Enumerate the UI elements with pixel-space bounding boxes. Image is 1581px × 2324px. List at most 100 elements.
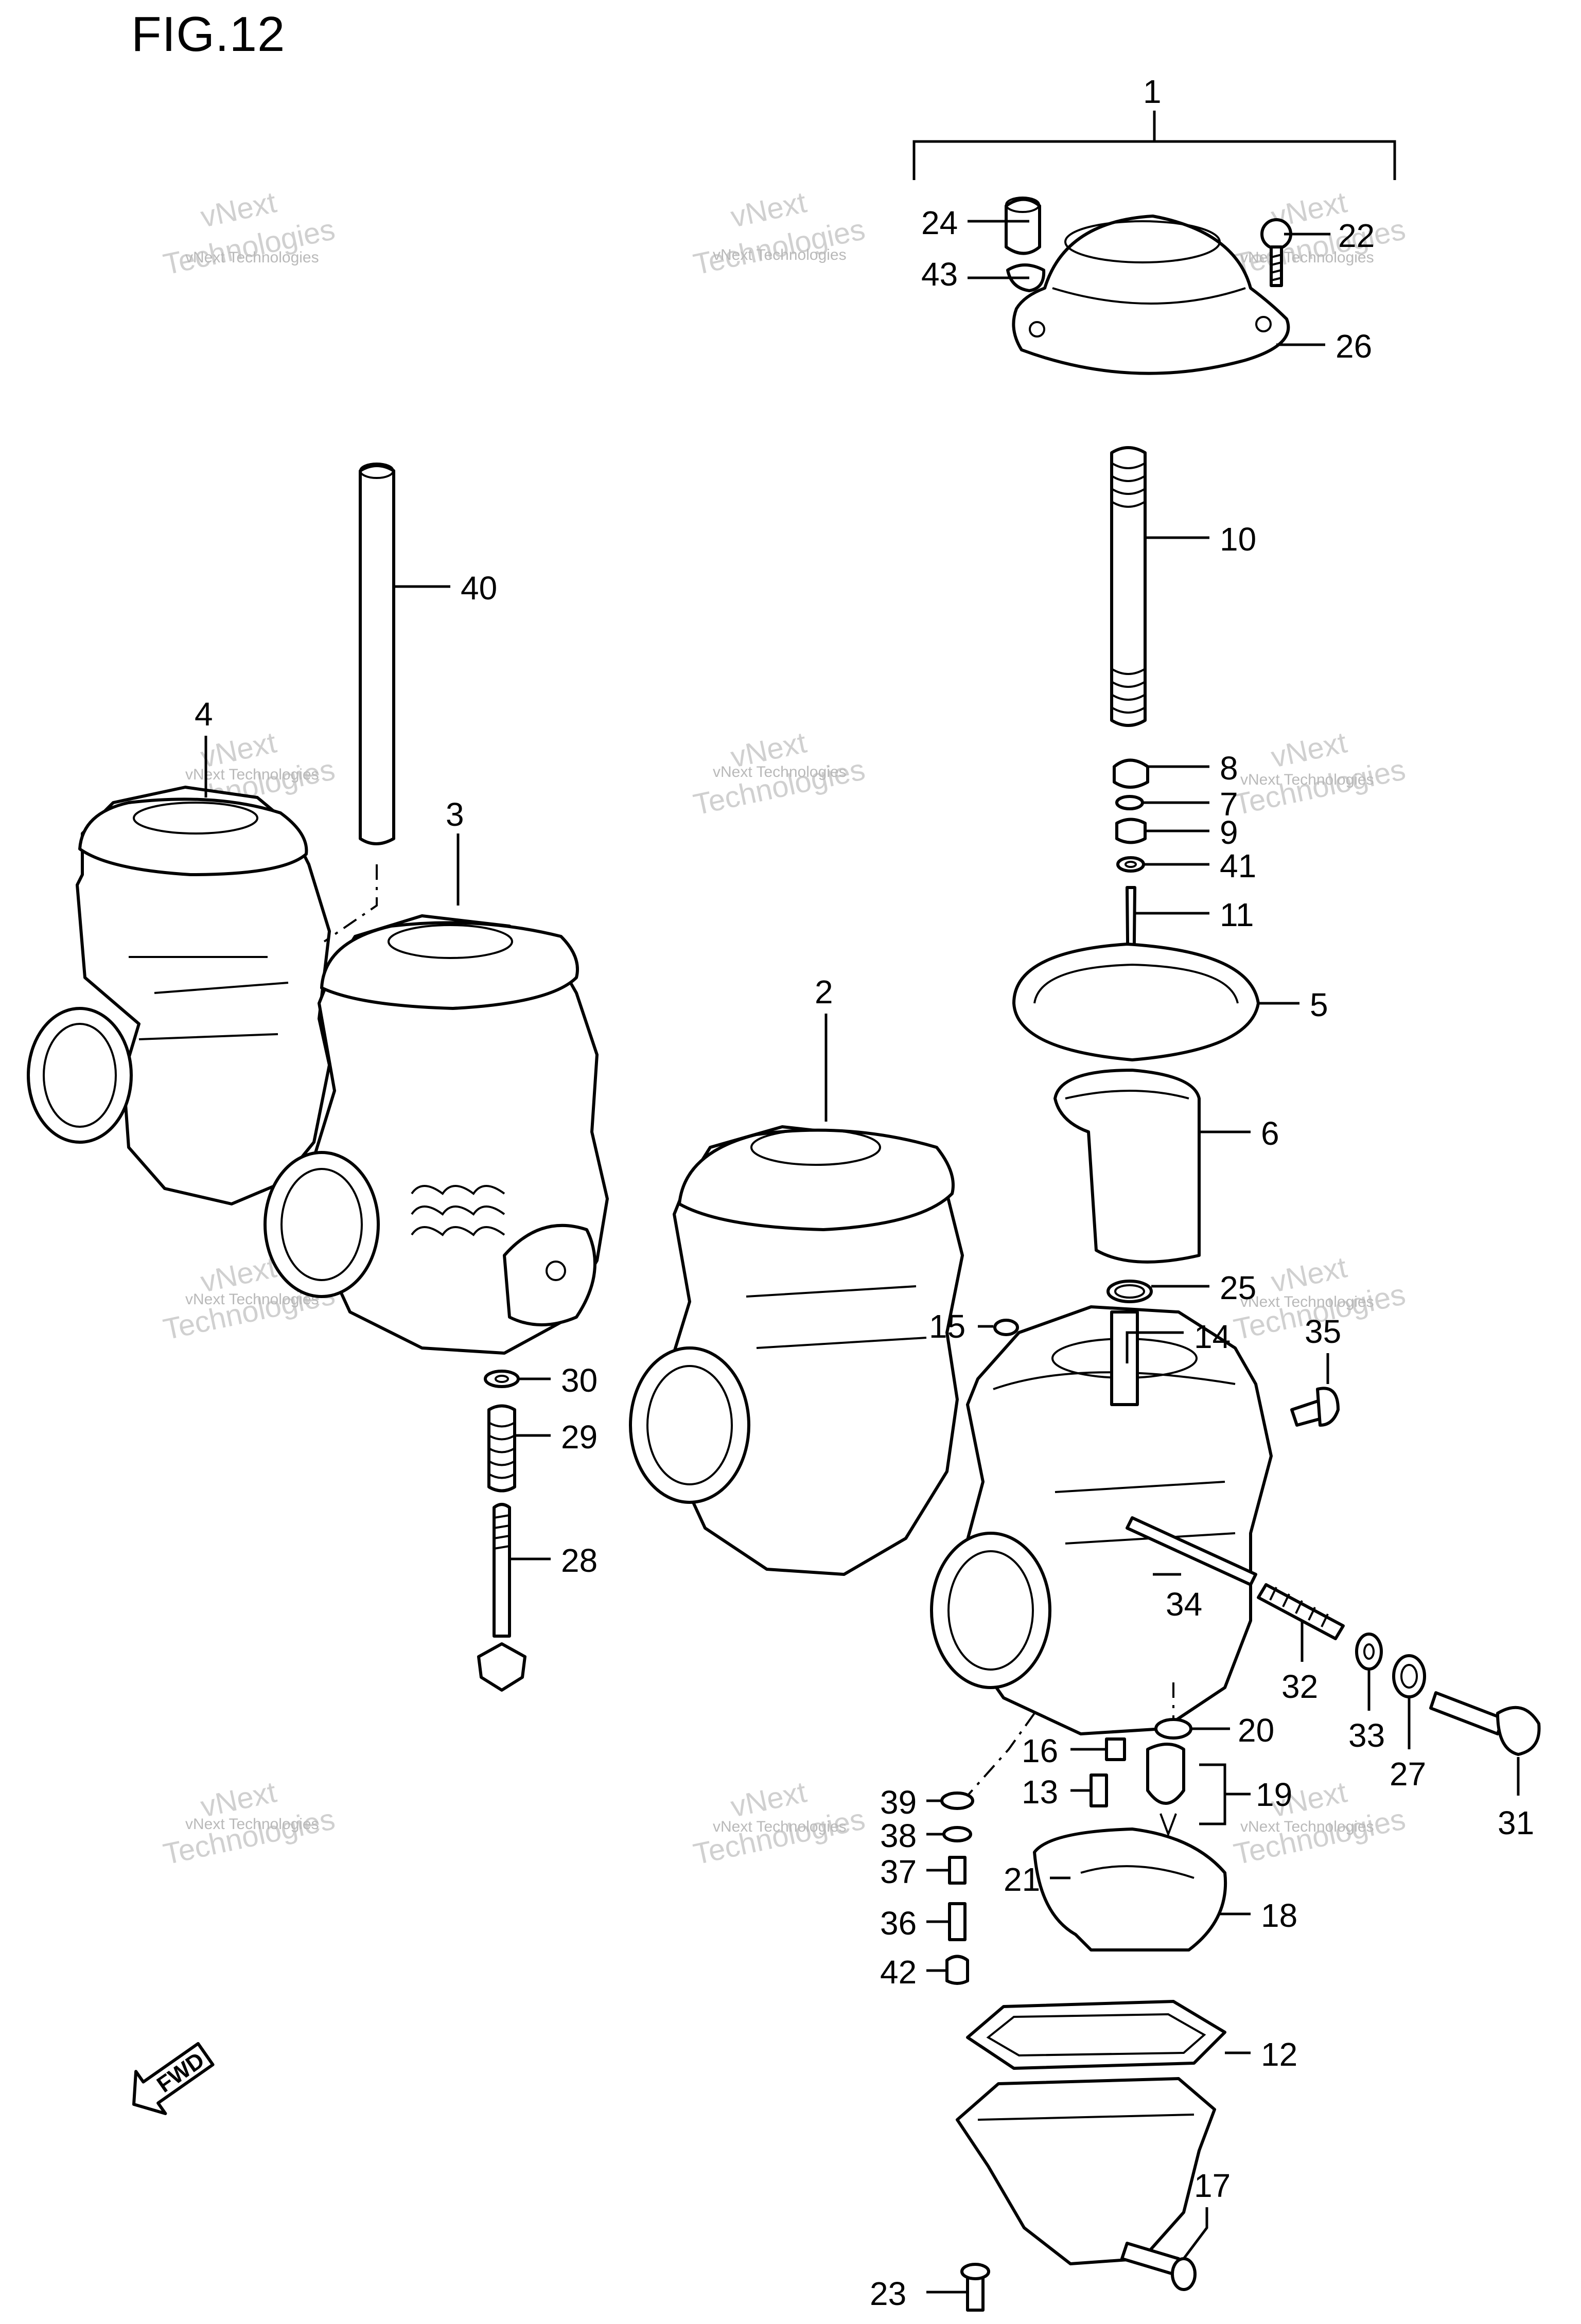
retainer-8 <box>1113 758 1149 789</box>
callout-21: 21 <box>1004 1861 1040 1898</box>
screw-23 <box>960 2263 990 2312</box>
callout-39: 39 <box>880 1784 917 1821</box>
callout-17: 17 <box>1194 2167 1231 2204</box>
callout-37: 37 <box>880 1853 917 1890</box>
assembly-bracket <box>912 111 1396 180</box>
callout-42: 42 <box>880 1954 917 1991</box>
callout-19: 19 <box>1256 1776 1292 1813</box>
callout-4: 4 <box>195 696 213 733</box>
callout-8: 8 <box>1220 750 1238 787</box>
callout-15: 15 <box>929 1308 965 1345</box>
screw-35 <box>1290 1387 1340 1427</box>
watermark-line2: vNext Technologies <box>713 764 847 780</box>
watermark-line2: vNext Technologies <box>185 1291 319 1308</box>
callout-13: 13 <box>1022 1773 1058 1811</box>
callout-16: 16 <box>1022 1732 1058 1769</box>
spring-29 <box>487 1404 516 1493</box>
washer-33 <box>1355 1633 1383 1671</box>
callout-12: 12 <box>1261 2036 1297 2073</box>
spring-37 <box>948 1856 967 1885</box>
callout-25: 25 <box>1220 1269 1256 1306</box>
cap-42 <box>945 1955 969 1985</box>
callout-35: 35 <box>1305 1313 1341 1350</box>
jet-13 <box>1090 1773 1108 1807</box>
o-ring-27 <box>1392 1654 1426 1698</box>
jet-16 <box>1105 1737 1126 1761</box>
callout-26: 26 <box>1336 328 1372 365</box>
watermark: vNext Technologies <box>1231 725 1409 821</box>
callout-10: 10 <box>1220 521 1256 558</box>
carb-body-1 <box>930 1305 1273 1735</box>
spacer-9 <box>1115 818 1147 844</box>
callout-36: 36 <box>880 1905 917 1942</box>
callout-41: 41 <box>1220 847 1256 884</box>
watermark-line2: vNext Technologies <box>713 1818 847 1835</box>
spring-10 <box>1110 446 1147 727</box>
watermark-line2: vNext Technologies <box>1240 771 1374 788</box>
callout-30: 30 <box>561 1362 598 1399</box>
watermark-line2: vNext Technologies <box>1240 249 1374 266</box>
washer-38 <box>942 1826 972 1842</box>
float-bowl <box>956 2077 1216 2265</box>
spring-32 <box>1257 1583 1345 1640</box>
assembly-line <box>967 1712 1035 1797</box>
callout-22: 22 <box>1338 217 1375 254</box>
callout-5: 5 <box>1310 986 1328 1023</box>
o-ring-25 <box>1106 1280 1153 1303</box>
callout-31: 31 <box>1498 1804 1534 1841</box>
callout-24: 24 <box>921 204 958 241</box>
callout-34: 34 <box>1166 1586 1202 1623</box>
carb-body-4 <box>27 786 331 1205</box>
watermark: vNext Technologies <box>691 185 868 281</box>
callout-3: 3 <box>446 796 464 833</box>
o-ring-15 <box>993 1319 1019 1336</box>
float-valve-19 <box>1146 1743 1251 1837</box>
screw-28 <box>477 1503 526 1692</box>
clip-7 <box>1115 795 1144 810</box>
piston-6 <box>1053 1069 1201 1264</box>
drain-screw-17 <box>1120 2242 1197 2291</box>
screw-31 <box>1429 1691 1541 1756</box>
callout-32: 32 <box>1281 1668 1318 1705</box>
watermark-line2: vNext Technologies <box>1240 1818 1374 1835</box>
callout-23: 23 <box>870 2275 906 2312</box>
leader-lines <box>204 220 1520 2294</box>
float-18 <box>1033 1828 1227 1952</box>
callout-1: 1 <box>1143 73 1162 110</box>
callout-27: 27 <box>1390 1755 1426 1793</box>
washer-30 <box>484 1370 520 1388</box>
callout-18: 18 <box>1261 1897 1297 1934</box>
callout-43: 43 <box>921 256 958 293</box>
callout-29: 29 <box>561 1418 598 1456</box>
fwd-arrow-icon: FWD <box>132 2042 215 2116</box>
washer-41 <box>1116 856 1145 873</box>
cap-24 <box>1005 197 1041 255</box>
gasket-12 <box>966 2000 1226 2070</box>
screw-36 <box>948 1902 967 1941</box>
o-ring-20 <box>1154 1718 1192 1740</box>
callout-40: 40 <box>461 570 497 607</box>
callout-2: 2 <box>815 973 833 1010</box>
carb-top-cover <box>1012 215 1290 375</box>
callout-14: 14 <box>1194 1318 1231 1355</box>
carb-body-2 <box>629 1125 964 1576</box>
callout-labels: 1 2 3 4 5 6 7 8 9 10 11 12 13 14 15 16 1… <box>195 73 1534 2312</box>
figure-title: FIG.12 <box>131 7 286 62</box>
callout-33: 33 <box>1348 1717 1385 1754</box>
watermark-line2: vNext Technologies <box>185 249 319 266</box>
callout-38: 38 <box>880 1817 917 1854</box>
watermark-line2: vNext Technologies <box>1240 1293 1374 1310</box>
watermark-line2: vNext Technologies <box>185 1816 319 1833</box>
carb-body-3 <box>264 914 609 1355</box>
watermark: vNext Technologies <box>1231 1775 1409 1871</box>
callout-6: 6 <box>1261 1115 1279 1152</box>
watermark-line2: vNext Technologies <box>713 246 847 263</box>
callout-28: 28 <box>561 1542 598 1579</box>
pilot-screw-34 <box>1126 1516 1257 1586</box>
callout-11: 11 <box>1220 896 1254 933</box>
watermark-line2: vNext Technologies <box>185 766 319 783</box>
callout-20: 20 <box>1238 1712 1274 1749</box>
callout-7: 7 <box>1220 786 1238 823</box>
diaphragm-5 <box>1012 943 1260 1061</box>
